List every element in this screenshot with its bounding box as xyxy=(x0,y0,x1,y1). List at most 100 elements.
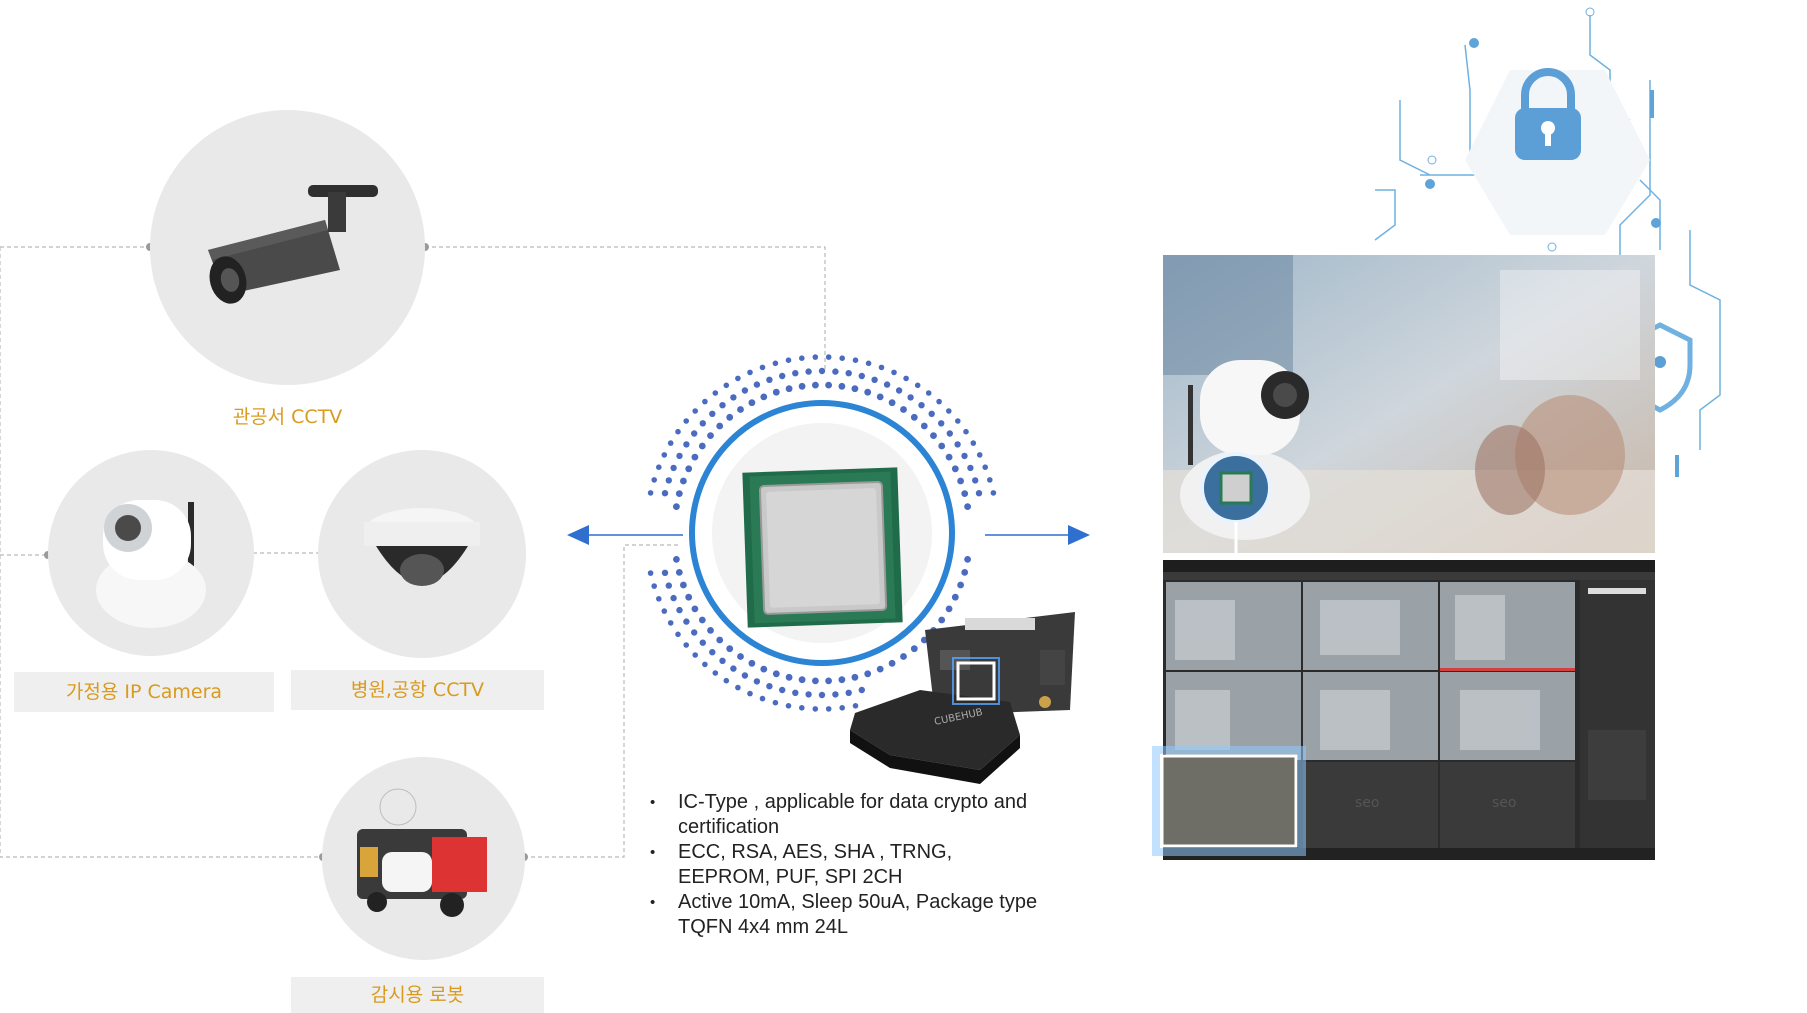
patrol-robot-icon xyxy=(357,788,487,917)
ring-dot xyxy=(928,410,935,417)
label-robot: 감시용 로봇 xyxy=(291,977,544,1013)
ring-dot xyxy=(730,665,737,672)
ring-dot xyxy=(748,399,756,407)
ring-dot xyxy=(785,703,792,709)
ring-dot xyxy=(970,440,977,446)
circuit-nodes xyxy=(1425,7,1679,477)
ring-dot xyxy=(900,406,907,413)
ring-dot xyxy=(753,381,761,388)
ring-dot xyxy=(920,422,928,430)
ring-dot xyxy=(656,464,662,471)
ring-dot xyxy=(987,477,993,483)
ring-dot xyxy=(707,432,714,439)
ring-dot xyxy=(812,706,819,712)
ring-dot xyxy=(698,616,706,624)
ip-camera-icon xyxy=(96,500,206,628)
ring-dot xyxy=(691,605,699,613)
ring-dot xyxy=(719,657,726,664)
ring-dot xyxy=(712,390,719,396)
ring-dot xyxy=(699,420,706,427)
ring-dot xyxy=(692,408,698,414)
ring-dot xyxy=(895,387,903,394)
ring-dot xyxy=(691,629,698,636)
spec-list: IC-Type , applicable for data crypto and… xyxy=(648,790,1048,940)
ring-dot xyxy=(918,402,925,409)
ring-dot xyxy=(676,606,683,614)
ring-dot xyxy=(723,677,730,684)
ring-dot xyxy=(938,420,945,427)
ring-dot xyxy=(772,360,779,367)
ring-dot xyxy=(785,357,792,364)
ring-dot xyxy=(661,490,669,497)
ring-dot xyxy=(945,453,953,461)
ring-dot xyxy=(798,676,806,684)
ring-dot xyxy=(910,413,918,421)
ring-dot xyxy=(838,676,846,684)
home-ipcam-circle xyxy=(48,450,254,656)
ring-dot xyxy=(779,686,786,694)
ring-dot xyxy=(683,418,689,424)
ring-dot xyxy=(805,691,812,698)
ring-dot xyxy=(702,661,708,668)
ring-dot xyxy=(753,678,761,685)
ring-dot xyxy=(698,442,706,450)
ring-dot xyxy=(903,375,909,382)
ring-dot xyxy=(735,375,741,382)
ring-dot xyxy=(972,477,979,484)
public-cctv-circle xyxy=(150,110,425,385)
ring-dot xyxy=(702,398,708,405)
ring-dot xyxy=(839,705,845,711)
ring-dot xyxy=(661,608,668,614)
ring-dot xyxy=(661,452,668,458)
ring-dot xyxy=(825,677,832,685)
ring-dot xyxy=(683,642,689,648)
ring-dot xyxy=(957,581,964,589)
ring-dot xyxy=(865,360,872,367)
ring-dot xyxy=(792,689,799,696)
label-home-ipcam: 가정용 IP Camera xyxy=(14,672,274,712)
ring-dot xyxy=(680,477,687,485)
ring-dot xyxy=(709,649,716,656)
ring-dot xyxy=(759,364,766,371)
ring-dot xyxy=(936,398,942,405)
ring-dot xyxy=(818,691,826,699)
spec-item: ECC, RSA, AES, SHA , TRNG, EEPROM, PUF, … xyxy=(648,840,1048,890)
ring-dot xyxy=(692,652,698,658)
ring-dot xyxy=(691,453,699,461)
connector-lines xyxy=(0,246,826,858)
vms-highlight-tile xyxy=(1152,746,1306,856)
ring-dot xyxy=(938,442,946,450)
ring-dot xyxy=(825,381,832,389)
board-device-icon: CUBEHUB xyxy=(850,612,1075,784)
ring-dot xyxy=(785,385,793,393)
lock-icon xyxy=(1515,68,1581,160)
ring-dot xyxy=(805,368,812,375)
ring-dot xyxy=(670,594,677,602)
ring-dot xyxy=(665,582,672,589)
ring-dot xyxy=(737,406,744,413)
ring-dot xyxy=(930,432,937,439)
hospital-cctv-circle xyxy=(318,450,526,658)
ring-dot xyxy=(812,381,819,389)
spec-item: Active 10mA, Sleep 50uA, Package type TQ… xyxy=(648,890,1048,940)
label-hospital-cctv: 병원,공항 CCTV xyxy=(291,670,544,710)
ring-dot xyxy=(651,477,657,483)
ring-dot xyxy=(976,452,983,458)
ring-dot xyxy=(900,653,907,660)
ring-dot xyxy=(957,477,964,485)
ring-dot xyxy=(748,659,756,667)
ring-dot xyxy=(825,354,832,360)
ring-dot xyxy=(975,490,983,497)
ring-dot xyxy=(990,490,997,496)
right-arrow xyxy=(985,525,1090,545)
ring-dot xyxy=(883,381,891,388)
ring-dot xyxy=(766,683,773,690)
ring-dot xyxy=(818,367,826,375)
ring-dot xyxy=(675,569,683,576)
ring-dot xyxy=(772,670,780,678)
ring-dot xyxy=(675,631,681,638)
vms-software-screenshot: seo seo xyxy=(1163,560,1655,860)
ring-dot xyxy=(760,393,768,401)
ring-dot xyxy=(955,418,961,424)
ring-dot xyxy=(964,556,971,563)
